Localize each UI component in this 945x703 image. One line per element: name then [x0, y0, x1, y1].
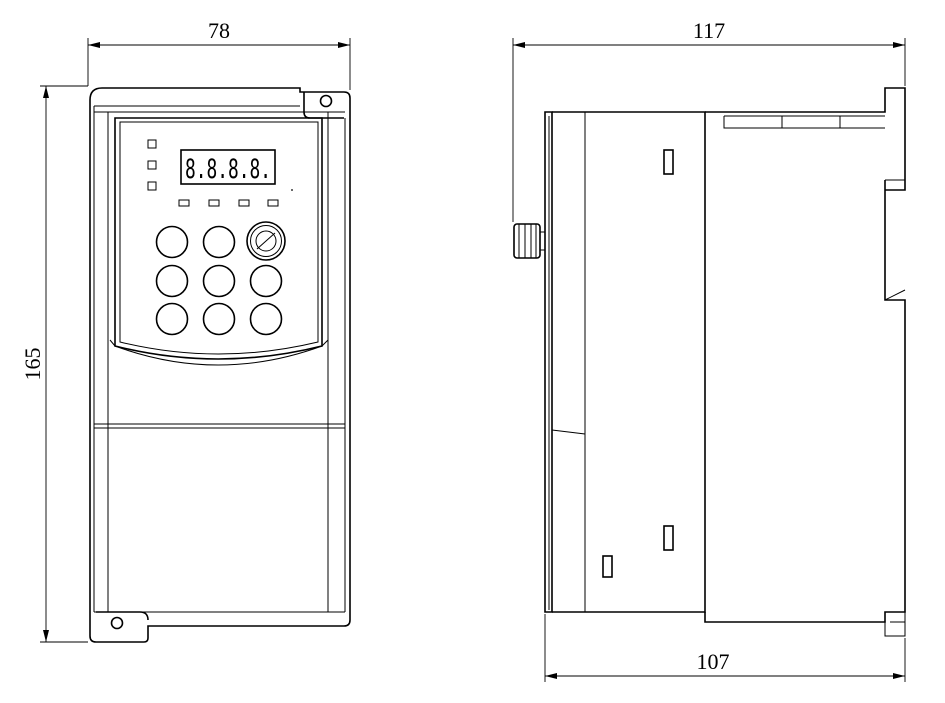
display-dot — [291, 189, 293, 191]
dimension-front-width: 78 — [87, 18, 351, 90]
bottom-mount-hole — [110, 616, 124, 630]
status-led-3 — [147, 181, 157, 191]
side-slot-lower — [602, 555, 613, 578]
status-led-1 — [147, 139, 157, 149]
unit-led-1 — [178, 199, 190, 207]
side-main-body — [552, 111, 706, 613]
keypad-button-4 — [155, 264, 189, 298]
display-readout: 8.8.8.8. — [185, 154, 271, 185]
keypad-button-8 — [202, 302, 236, 336]
keypad-button-7 — [155, 302, 189, 336]
dimension-front-height: 165 — [20, 85, 88, 643]
dimension-label-165: 165 — [20, 348, 45, 381]
dimension-label-78: 78 — [208, 18, 230, 43]
dimension-side-depth-body: 107 — [544, 614, 906, 682]
front-housing-outline — [89, 87, 351, 643]
keypad-button-6 — [249, 264, 283, 298]
side-slot-bottom — [663, 525, 674, 551]
top-mount-hole — [319, 94, 333, 108]
keypad-panel-inner — [119, 121, 319, 355]
front-view: 8.8.8.8. — [89, 87, 351, 643]
keypad-button-2 — [202, 225, 236, 259]
dimension-label-107: 107 — [697, 649, 730, 674]
status-led-2 — [147, 160, 157, 170]
seven-segment-display — [180, 149, 276, 185]
side-view — [513, 87, 906, 637]
side-bottom-clip — [884, 612, 906, 637]
keypad-button-5 — [202, 264, 236, 298]
side-rear-heatsink — [704, 87, 906, 623]
keypad-panel-lip — [114, 345, 323, 366]
knob-side-icon — [513, 223, 546, 259]
side-slot-top — [663, 149, 674, 175]
keypad-panel-lip-2 — [109, 339, 329, 347]
unit-led-4 — [267, 199, 279, 207]
side-top-vent — [723, 115, 885, 129]
dimension-label-117: 117 — [693, 18, 725, 43]
bottom-mount-ear — [96, 611, 149, 621]
unit-led-3 — [238, 199, 250, 207]
side-din-clip — [884, 179, 906, 301]
dimension-side-depth-total: 117 — [512, 18, 906, 222]
keypad-button-9 — [249, 302, 283, 336]
keypad-button-1 — [155, 225, 189, 259]
potentiometer-knob-icon — [246, 221, 286, 261]
keypad-panel — [114, 117, 323, 360]
side-front-cover — [551, 111, 586, 612]
unit-led-2 — [208, 199, 220, 207]
